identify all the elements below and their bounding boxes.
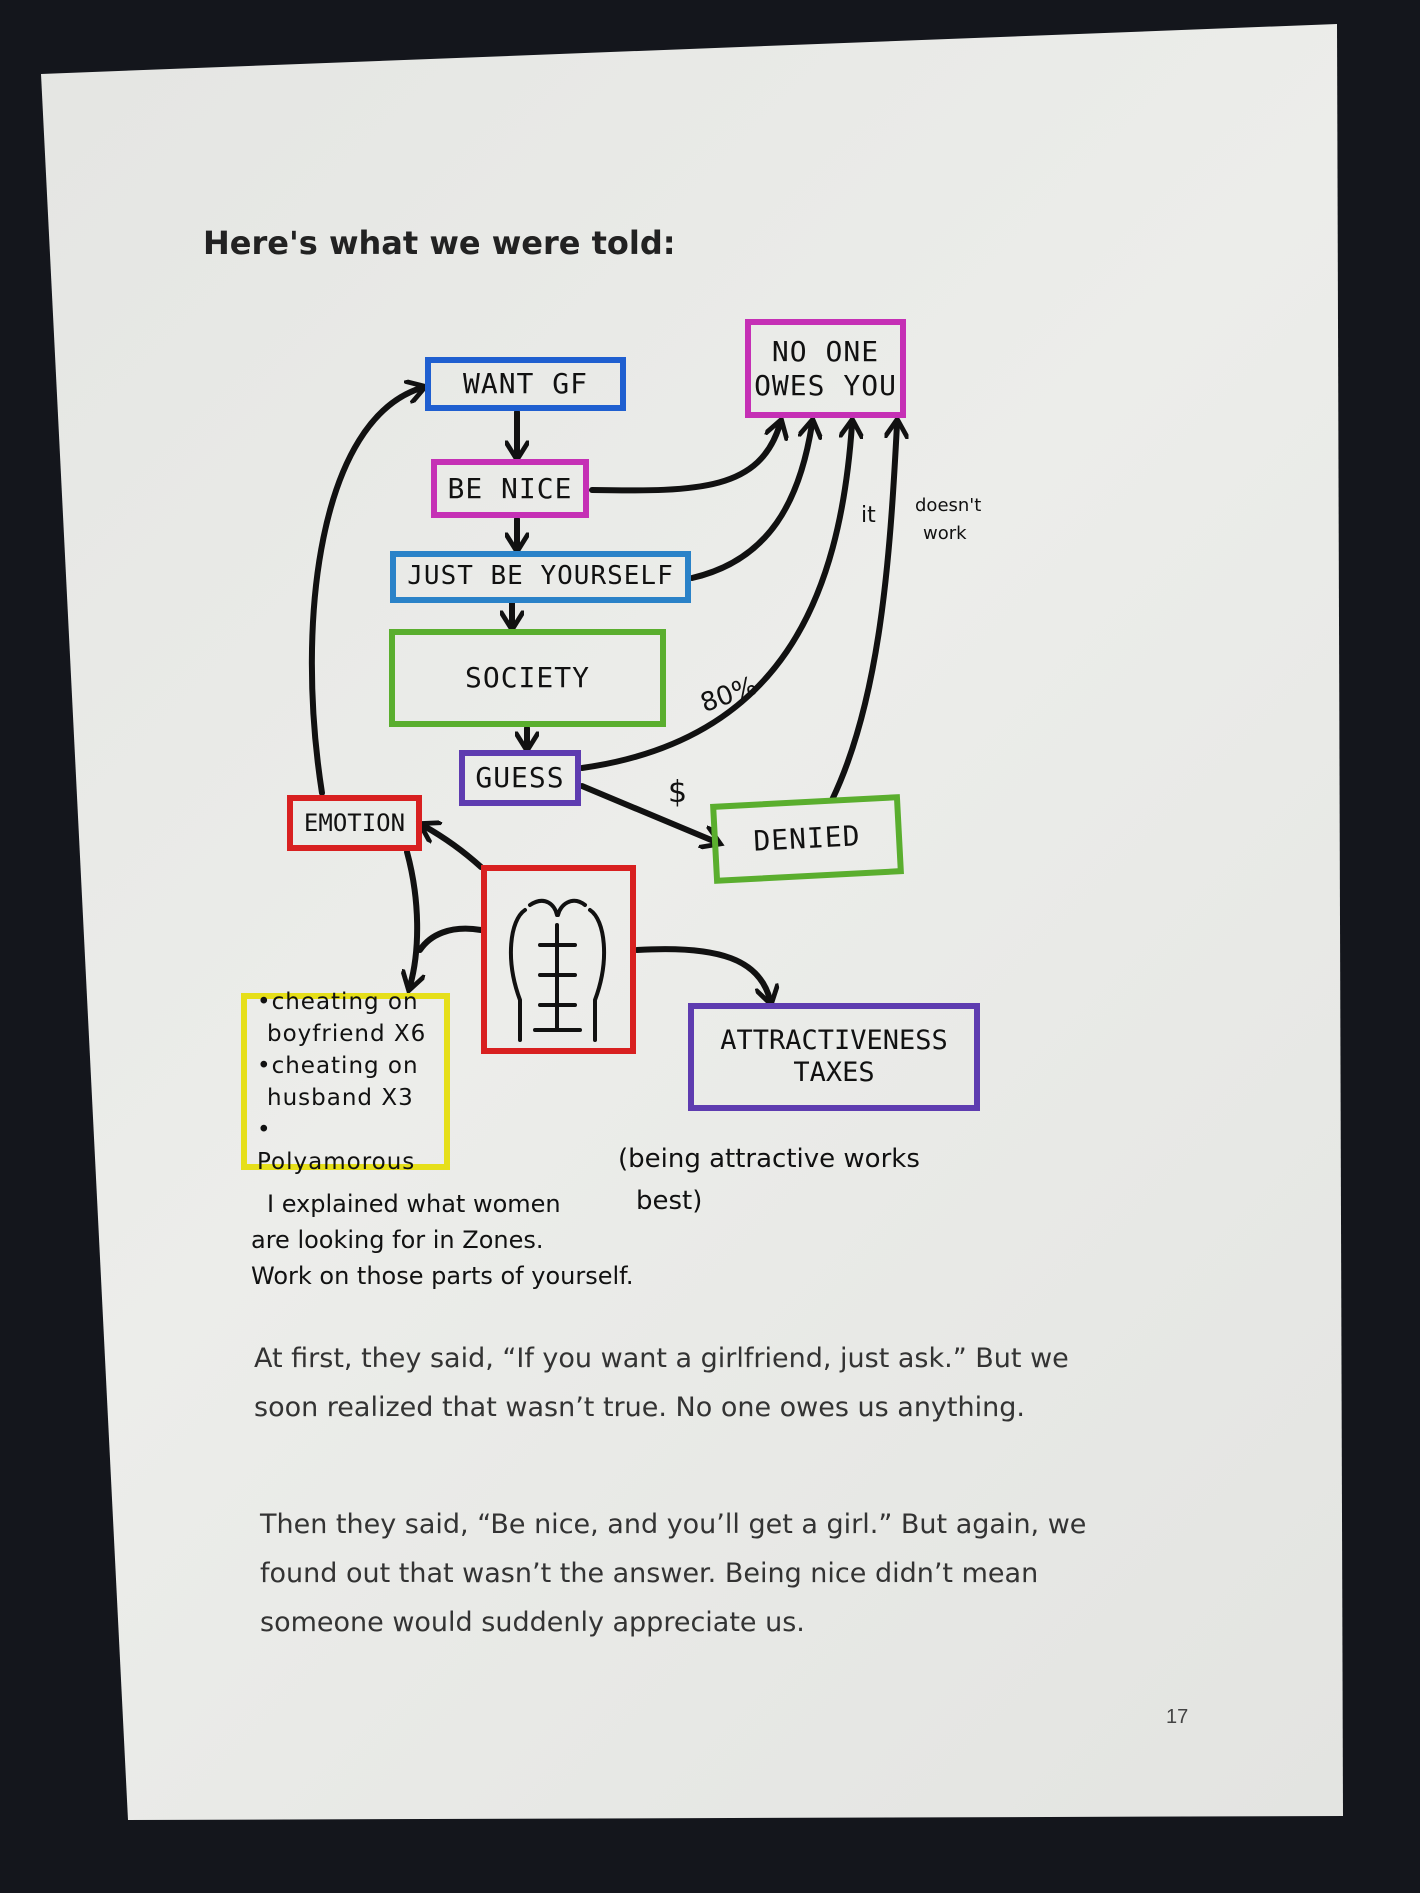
box-label: OWES YOU	[754, 368, 897, 402]
note-line: are looking for in Zones.	[251, 1226, 544, 1254]
note-line: best)	[636, 1186, 703, 1216]
box-label: EMOTION	[303, 808, 406, 837]
box-want-gf: WANT GF	[425, 357, 626, 411]
list-item: •cheating on	[257, 1052, 419, 1079]
arrow-torso-emotion	[424, 826, 484, 870]
box-label: ATTRACTIVENESS	[720, 1024, 948, 1056]
box-torso	[481, 865, 636, 1054]
note-being-attractive: (being attractive works best)	[618, 1138, 920, 1222]
paragraph-line: someone would suddenly appreciate us.	[260, 1607, 805, 1638]
label-dollar: $	[668, 775, 688, 810]
list-item: boyfriend X6	[267, 1020, 427, 1047]
label-it: it	[861, 503, 876, 528]
behavior-list: •cheating on boyfriend X6 •cheating on h…	[247, 986, 444, 1178]
label-line: doesn't	[915, 495, 982, 516]
box-list: •cheating on boyfriend X6 •cheating on h…	[241, 989, 450, 1175]
box-guess: GUESS	[459, 750, 581, 806]
arrow-torso-list	[417, 925, 484, 953]
note-line: Work on those parts of yourself.	[251, 1262, 634, 1290]
arrow-denied-noone	[829, 424, 897, 803]
paragraph-2: Then they said, “Be nice, and you’ll get…	[260, 1500, 1086, 1647]
box-denied: DENIED	[710, 794, 904, 884]
section-heading: Here's what we were told:	[203, 224, 676, 262]
box-label: JUST BE YOURSELF	[407, 561, 674, 592]
torso-drawing	[509, 898, 606, 1042]
arrow-yourself-noone	[689, 424, 812, 581]
box-label: TAXES	[793, 1057, 875, 1088]
arrow-benice-noone	[589, 424, 780, 494]
box-just-be-yourself: JUST BE YOURSELF	[390, 551, 691, 603]
note-explained: I explained what women are looking for i…	[251, 1186, 633, 1294]
label-line: work	[923, 523, 967, 544]
arrow-guess-denied	[579, 783, 716, 842]
note-line: I explained what women	[267, 1190, 561, 1218]
box-emotion: EMOTION	[287, 795, 422, 851]
paragraph-line: Then they said, “Be nice, and you’ll get…	[260, 1509, 1087, 1540]
paragraph-1: At first, they said, “If you want a girl…	[254, 1334, 1069, 1432]
box-label: SOCIETY	[464, 661, 590, 695]
list-item: •cheating on	[257, 988, 419, 1015]
arrow-guess-noone	[579, 424, 852, 771]
list-item: • Polyamorous	[257, 1116, 416, 1175]
box-no-one-owes-you: NO ONE OWES YOU	[745, 319, 906, 418]
list-item: husband X3	[267, 1084, 414, 1111]
arrow-emotion-list	[407, 849, 417, 986]
paragraph-line: soon realized that wasn’t true. No one o…	[254, 1392, 1025, 1423]
box-label: NO ONE	[771, 334, 880, 368]
box-label: BE NICE	[447, 471, 573, 505]
box-label: WANT GF	[462, 367, 588, 401]
box-be-nice: BE NICE	[431, 459, 589, 518]
paragraph-line: found out that wasn’t the answer. Being …	[260, 1558, 1039, 1589]
arrow-torso-attractiveness	[634, 946, 770, 1000]
arrow-emotion-wantgf	[308, 388, 421, 796]
page-number: 17	[1166, 1706, 1189, 1728]
box-label: GUESS	[475, 761, 565, 795]
note-line: (being attractive works	[618, 1144, 920, 1174]
label-doesnt-work: doesn't work	[915, 492, 981, 548]
box-attractiveness-taxes: ATTRACTIVENESS TAXES	[688, 1003, 980, 1111]
paragraph-line: At first, they said, “If you want a girl…	[254, 1343, 1069, 1374]
box-society: SOCIETY	[389, 629, 666, 727]
box-label: DENIED	[752, 819, 862, 858]
